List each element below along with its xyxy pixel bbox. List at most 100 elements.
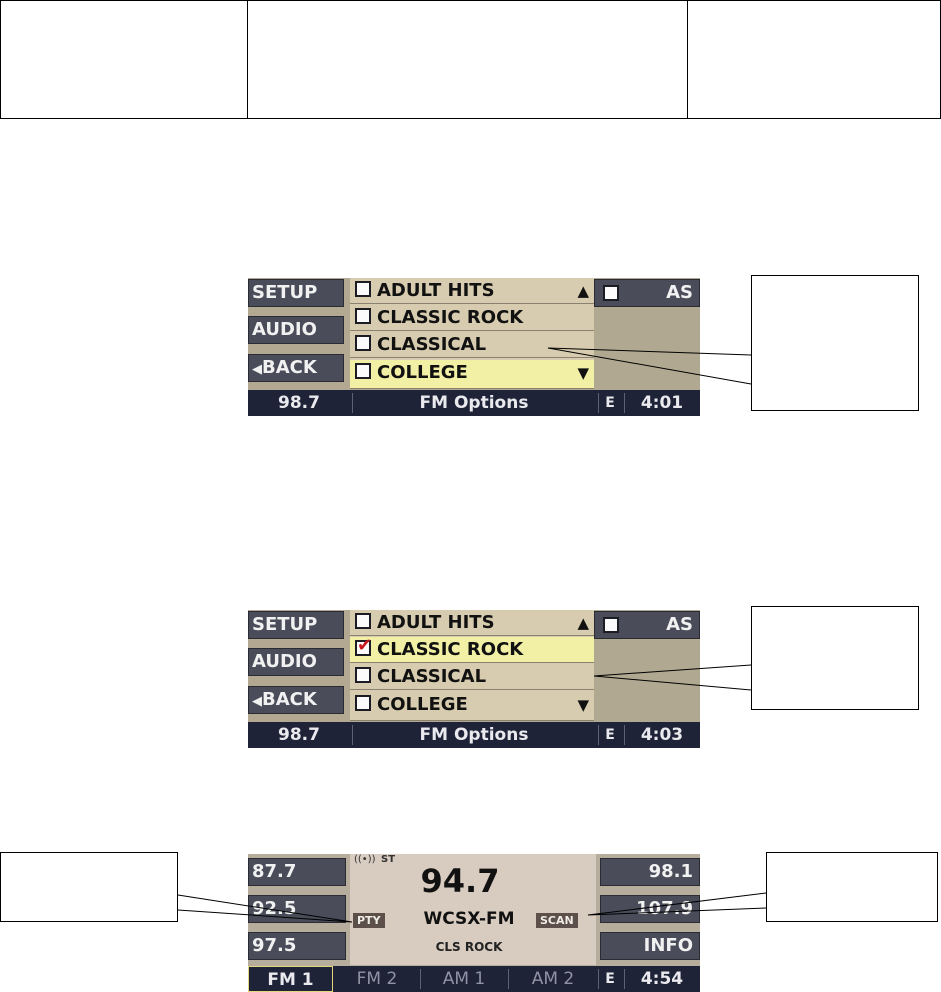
list-item-label: CLASSICAL [377,666,487,687]
setup-button[interactable]: SETUP [248,611,344,639]
divider [624,725,625,745]
list-item-classic-rock[interactable]: CLASSIC ROCK [350,305,594,331]
checkbox[interactable] [355,613,371,629]
leader-line-1 [547,347,752,356]
pty-button[interactable]: PTY [353,913,385,928]
divider [508,969,509,989]
frequency-display: 94.7 [420,862,500,900]
list-item-adult-hits[interactable]: ADULT HITS ▲ [350,610,594,636]
clock: 4:03 [640,725,684,745]
scroll-down-icon[interactable]: ▼ [577,364,589,382]
e-indicator: E [605,971,615,987]
preset-button-3[interactable]: 97.5 [248,932,346,960]
right-panel: AS [594,278,700,389]
back-button[interactable]: ◀BACK [248,686,344,714]
genre-list: ADULT HITS ▲ ✔ CLASSIC ROCK CLASSICAL CO… [350,610,594,721]
list-item-college[interactable]: COLLEGE ▼ [350,360,594,389]
back-button[interactable]: ◀BACK [248,354,344,382]
scroll-down-icon[interactable]: ▼ [577,696,589,714]
left-triangle-icon: ◀ [252,694,262,709]
divider [352,393,353,413]
status-bar: 98.7 FM Options E 4:03 [248,722,700,748]
divider [352,725,353,745]
checkbox[interactable] [355,667,371,683]
as-button[interactable]: AS [594,279,700,307]
checkmark-icon: ✔ [357,635,373,656]
checkbox[interactable] [603,285,619,301]
preset-label: 87.7 [252,861,297,882]
as-label: AS [666,614,693,635]
preset-label: 98.1 [648,861,693,882]
genre-label: CLS ROCK [435,940,503,954]
divider [420,969,421,989]
right-panel: AS [594,610,700,721]
status-bar: 98.7 FM Options E 4:01 [248,390,700,416]
preset-label: 107.9 [636,898,693,919]
checkbox-checked[interactable]: ✔ [355,636,372,656]
callout-box-4 [766,852,938,922]
setup-label: SETUP [252,282,318,303]
as-button[interactable]: AS [594,611,700,639]
checkbox[interactable] [355,308,371,324]
checkbox[interactable] [355,695,371,711]
divider [598,725,599,745]
scan-button[interactable]: SCAN [536,913,578,928]
clock: 4:54 [640,969,684,989]
divider [624,393,625,413]
audio-label: AUDIO [252,319,317,340]
back-label: BACK [262,357,317,378]
band-bar: FM 1 FM 2 AM 1 AM 2 E 4:54 [248,966,700,992]
audio-button[interactable]: AUDIO [248,316,344,344]
info-button[interactable]: INFO [600,932,700,960]
scroll-up-icon[interactable]: ▲ [577,614,589,632]
divider [598,969,599,989]
divider [598,393,599,413]
list-item-label: CLASSIC ROCK [377,639,524,660]
e-indicator: E [605,395,615,411]
setup-button[interactable]: SETUP [248,279,344,307]
band-tab-fm2[interactable]: FM 2 [356,969,398,989]
checkbox[interactable] [355,335,371,351]
table-cell-3 [687,0,941,119]
e-indicator: E [605,727,615,743]
table-cell-1 [0,0,248,119]
audio-button[interactable]: AUDIO [248,648,344,676]
info-label: INFO [643,935,693,956]
station-name: WCSX-FM [423,909,515,929]
screen-title: FM Options [419,725,529,745]
list-item-adult-hits[interactable]: ADULT HITS ▲ [350,278,594,304]
divider [624,969,625,989]
frequency-readout: 98.7 [278,725,320,745]
checkbox[interactable] [355,363,371,379]
callout-box-1 [751,275,919,411]
screen-title: FM Options [419,393,529,413]
fm-options-screen-1: SETUP AUDIO ◀BACK ADULT HITS ▲ CLASSIC R… [248,278,700,416]
preset-button-1[interactable]: 87.7 [248,858,346,886]
list-item-classic-rock[interactable]: ✔ CLASSIC ROCK [350,636,594,663]
table-cell-2 [247,0,688,119]
list-item-label: CLASSICAL [377,334,487,355]
preset-button-5[interactable]: 107.9 [600,895,700,923]
checkbox[interactable] [603,617,619,633]
band-tab-am2[interactable]: AM 2 [531,969,575,989]
clock: 4:01 [640,393,684,413]
audio-label: AUDIO [252,651,317,672]
checkbox[interactable] [355,281,371,297]
list-item-classical[interactable]: CLASSICAL [350,664,594,690]
list-item-college[interactable]: COLLEGE ▼ [350,692,594,721]
leader-line-4 [587,892,767,916]
genre-list: ADULT HITS ▲ CLASSIC ROCK CLASSICAL COLL… [350,278,594,389]
broadcast-icon: ((•)) [354,854,376,865]
now-playing-panel: ((•)) ST 94.7 PTY WCSX-FM SCAN CLS ROCK [350,854,596,965]
band-tab-am1[interactable]: AM 1 [442,969,486,989]
scroll-up-icon[interactable]: ▲ [577,282,589,300]
list-item-label: CLASSIC ROCK [377,307,524,328]
as-label: AS [666,282,693,303]
callout-box-3 [0,852,178,922]
preset-button-4[interactable]: 98.1 [600,858,700,886]
leader-line-2b [593,675,752,691]
list-item-classical[interactable]: CLASSICAL [350,332,594,358]
fm-options-screen-2: SETUP AUDIO ◀BACK ADULT HITS ▲ ✔ CLASSIC… [248,610,700,748]
list-item-label: COLLEGE [377,362,468,383]
frequency-readout: 98.7 [278,393,320,413]
